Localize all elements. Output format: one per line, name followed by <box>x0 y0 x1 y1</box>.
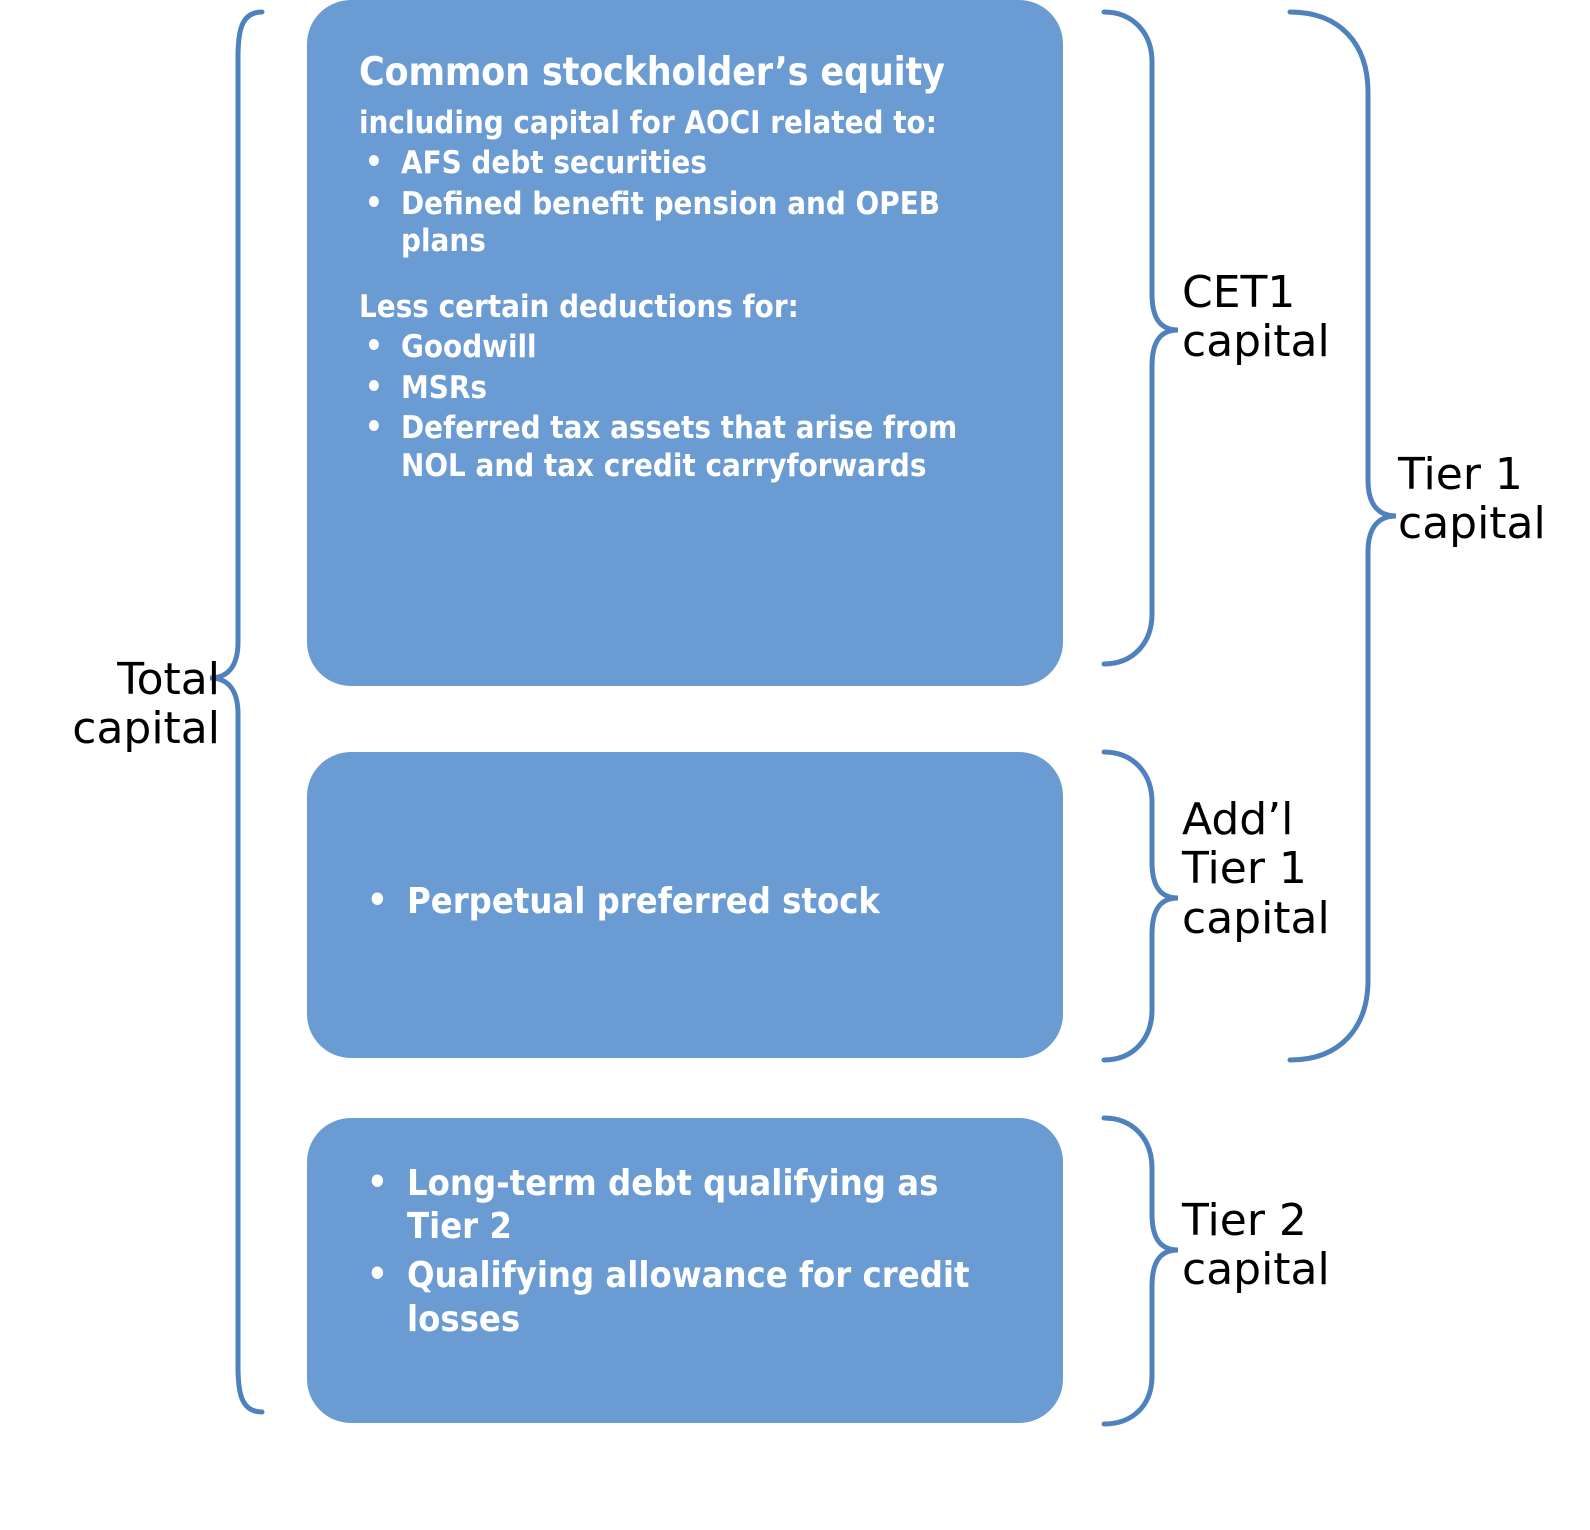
total-capital-label: Total capital <box>72 654 220 755</box>
list-item: Goodwill <box>359 328 1017 367</box>
box-cet1-bullet-list-2: Goodwill MSRs Deferred tax assets that a… <box>359 328 1017 486</box>
tier1-capital-label: Tier 1 capital <box>1398 449 1546 550</box>
additional-tier1-box: Perpetual preferred stock <box>307 752 1063 1058</box>
tier2-brace <box>1101 1115 1179 1427</box>
tier2-box: Long-term debt qualifying as Tier 2 Qual… <box>307 1118 1063 1423</box>
list-item: Deferred tax assets that arise from NOL … <box>359 409 1017 486</box>
list-item: Qualifying allowance for credit losses <box>359 1253 1017 1340</box>
list-item: AFS debt securities <box>359 144 1017 183</box>
addl-tier1-capital-label: Add’l Tier 1 capital <box>1182 794 1330 944</box>
tier2-capital-label: Tier 2 capital <box>1182 1195 1330 1296</box>
list-item: Perpetual preferred stock <box>359 879 880 923</box>
cet1-brace <box>1101 9 1179 667</box>
box-cet1-subhead-1: including capital for AOCI related to: <box>359 105 937 142</box>
box-cet1-title: Common stockholder’s equity <box>359 50 945 95</box>
box-at1-bullet-list: Perpetual preferred stock <box>359 879 880 929</box>
addl-tier1-brace <box>1101 749 1179 1063</box>
box-cet1-bullet-list-1: AFS debt securities Defined benefit pens… <box>359 144 1017 262</box>
box-t2-bullet-list: Long-term debt qualifying as Tier 2 Qual… <box>359 1161 1017 1341</box>
list-item: Defined benefit pension and OPEB plans <box>359 185 1017 262</box>
cet1-capital-label: CET1 capital <box>1182 267 1330 368</box>
list-item: Long-term debt qualifying as Tier 2 <box>359 1161 1017 1248</box>
box-cet1-subhead-2: Less certain deductions for: <box>359 289 799 326</box>
common-stockholders-equity-box: Common stockholder’s equity including ca… <box>307 0 1063 686</box>
list-item: MSRs <box>359 369 1017 408</box>
